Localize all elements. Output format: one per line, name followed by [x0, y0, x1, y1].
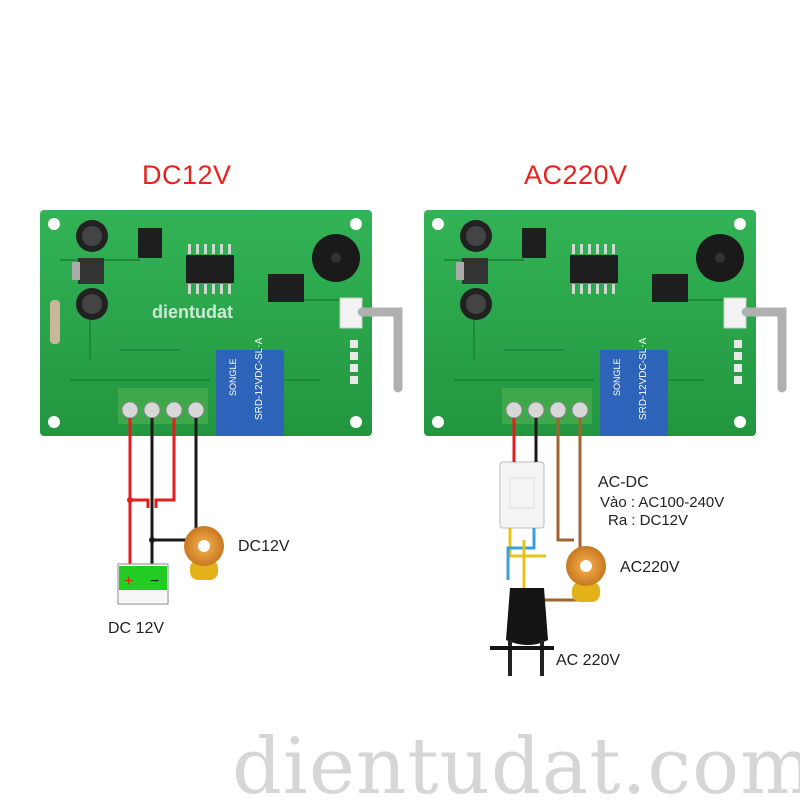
right-load-label: AC220V: [620, 559, 680, 576]
left-pcb-board: [40, 210, 403, 436]
converter-input: Vào : AC100-240V: [600, 494, 725, 511]
right-load-coil-icon: [566, 546, 606, 602]
footer-watermark: dientudat.com: [232, 722, 800, 812]
left-wires: [128, 418, 198, 588]
ac-title: AC220V: [524, 160, 628, 190]
converter-output: Ra : DC12V: [608, 512, 689, 529]
converter-title: AC-DC: [598, 474, 649, 491]
right-relay-model: SRD-12VDC-SL-A: [638, 337, 649, 420]
battery: [117, 563, 169, 605]
left-relay-brand: SONGLE: [228, 358, 238, 396]
left-load-label: DC12V: [238, 538, 290, 555]
dc-title: DC12V: [142, 160, 232, 190]
battery-minus: −: [150, 573, 159, 590]
plug-label: AC 220V: [556, 652, 621, 669]
right-pcb-board: [424, 210, 787, 436]
left-load-coil-icon: [184, 526, 224, 580]
ac-dc-converter: [499, 461, 545, 529]
board-watermark: dientudat: [152, 302, 233, 322]
left-relay-model: SRD-12VDC-SL-A: [254, 337, 265, 420]
right-relay-brand: SONGLE: [612, 358, 622, 396]
battery-label: DC 12V: [108, 620, 165, 637]
ac-plug-icon: [490, 588, 554, 676]
right-wires: [506, 418, 582, 602]
battery-plus: +: [124, 573, 133, 590]
